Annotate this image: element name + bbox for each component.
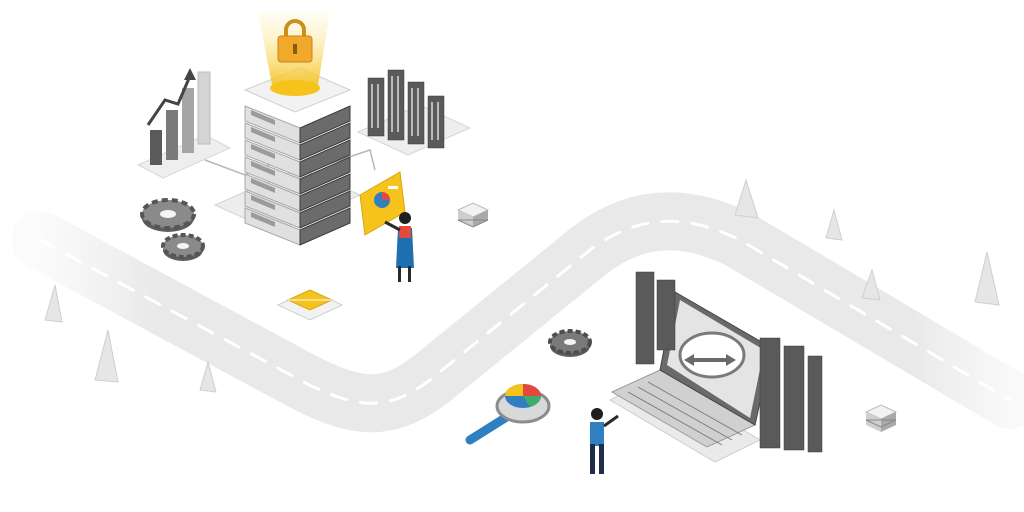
server-towers-right bbox=[635, 271, 823, 453]
server-rack-icon bbox=[213, 67, 362, 246]
envelope-icon bbox=[276, 289, 344, 321]
stack-block-icon-right bbox=[864, 404, 898, 432]
person-icon bbox=[384, 212, 414, 282]
person-icon-man bbox=[590, 408, 619, 474]
padlock-icon bbox=[258, 12, 330, 96]
server-slot bbox=[251, 212, 275, 227]
server-layer-right bbox=[299, 190, 351, 229]
server-slot bbox=[251, 127, 275, 142]
server-slot bbox=[251, 144, 275, 159]
server-layer-right bbox=[299, 207, 351, 246]
server-slot bbox=[251, 178, 275, 193]
server-layer-right bbox=[299, 122, 351, 161]
cloud-sync-icon bbox=[678, 331, 746, 379]
server-layer-right bbox=[299, 173, 351, 212]
gear-icon bbox=[140, 198, 205, 261]
server-slot bbox=[251, 110, 275, 125]
bar-chart-icon bbox=[136, 68, 232, 179]
server-layer-right bbox=[299, 105, 351, 144]
road bbox=[11, 192, 1024, 433]
server-layer-right bbox=[299, 139, 351, 178]
gear-icon-mid bbox=[548, 329, 592, 357]
pie-chart-icon bbox=[359, 171, 406, 236]
server-towers-top bbox=[356, 69, 472, 156]
server-slot bbox=[251, 195, 275, 210]
server-layer-right bbox=[299, 156, 351, 195]
tree-cones bbox=[44, 178, 1000, 393]
stack-block-icon bbox=[456, 202, 490, 228]
magnifier-icon bbox=[465, 384, 551, 445]
server-slot bbox=[251, 161, 275, 176]
laptop-icon bbox=[608, 291, 773, 463]
